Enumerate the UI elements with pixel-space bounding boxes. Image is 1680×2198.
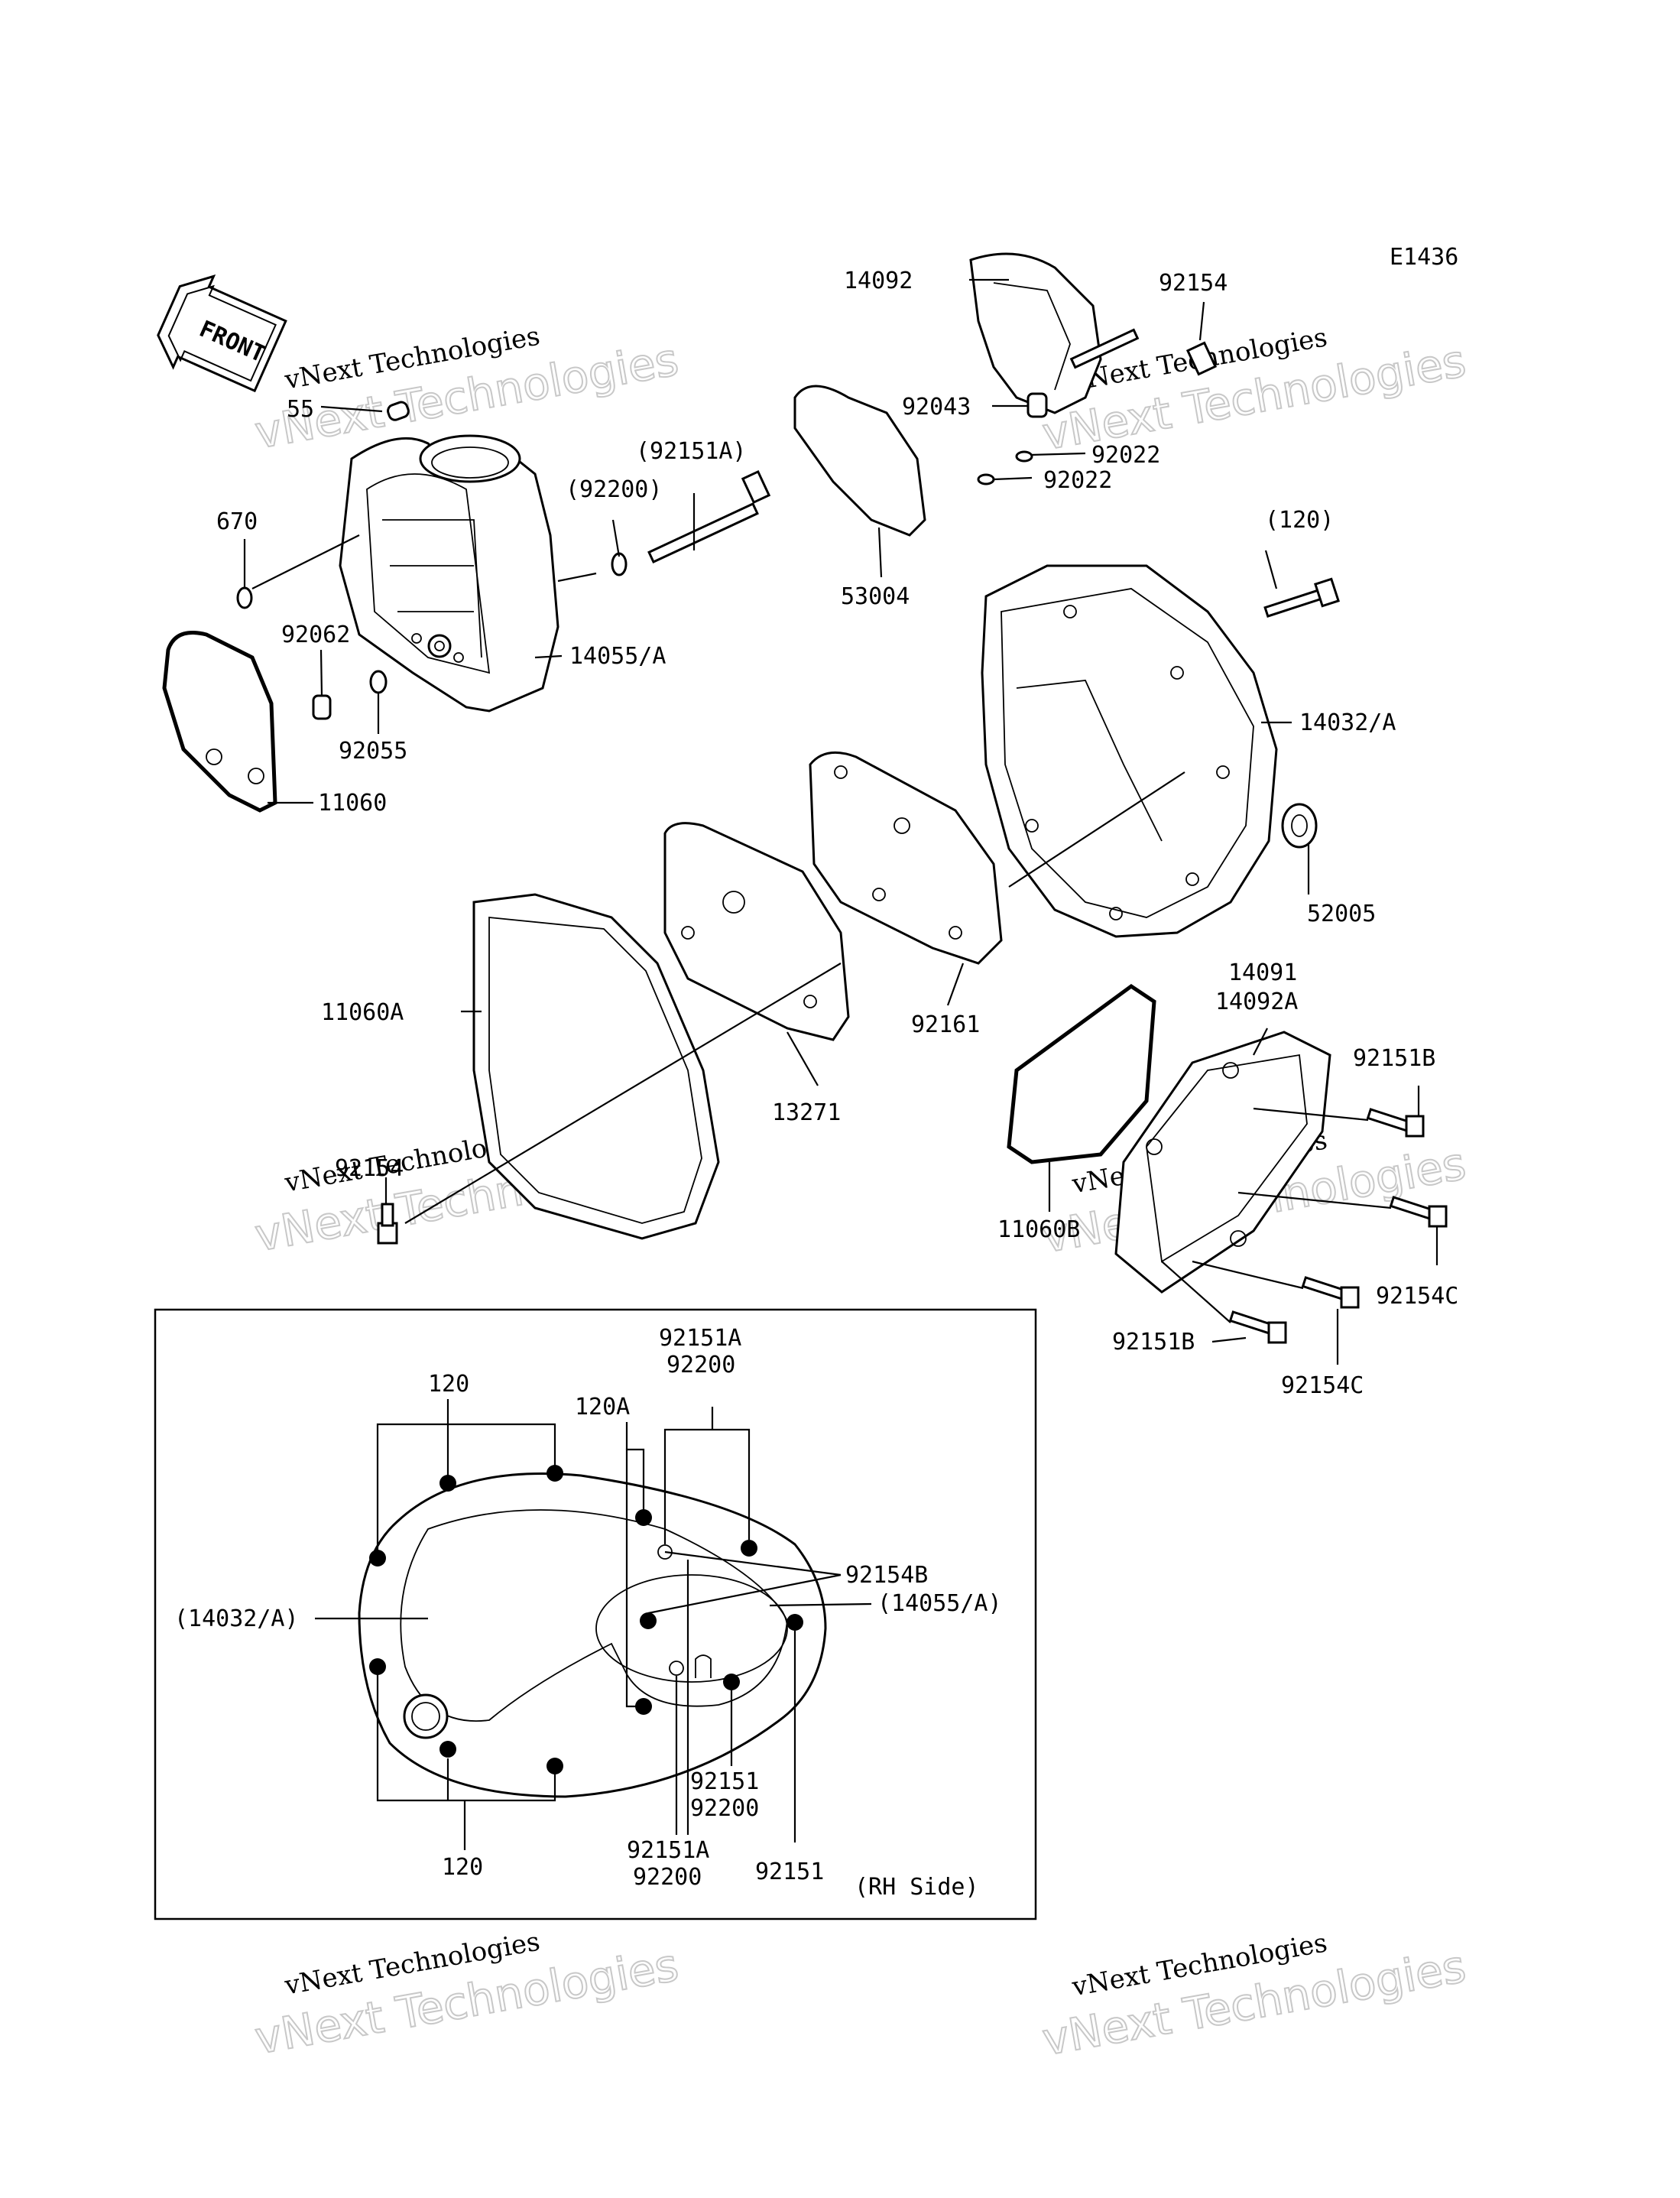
bolt-92154-low bbox=[377, 1203, 398, 1245]
inset-label-92151-mid: 92151 bbox=[690, 1768, 759, 1795]
inset-bolt-120-b bbox=[546, 1465, 563, 1482]
label-92055: 92055 bbox=[339, 738, 407, 765]
inset-label-92200-mid: 92200 bbox=[690, 1795, 759, 1822]
washer-92022-b bbox=[977, 473, 995, 485]
label-11060B: 11060B bbox=[997, 1216, 1080, 1243]
label-92154C-a: 92154C bbox=[1376, 1283, 1458, 1310]
inset-bolt-120-f bbox=[546, 1758, 563, 1774]
label-14091: 14091 bbox=[1228, 959, 1297, 986]
label-92062: 92062 bbox=[281, 622, 350, 648]
gasket-11060A bbox=[472, 893, 720, 1240]
bolt-92151A bbox=[647, 469, 771, 564]
label-92161: 92161 bbox=[911, 1011, 980, 1038]
label-92151B-b: 92151B bbox=[1112, 1329, 1195, 1355]
seal-52005 bbox=[1281, 803, 1318, 849]
inset-bolt-120-c bbox=[369, 1550, 386, 1567]
inset-bolt-120-d bbox=[369, 1658, 386, 1675]
inset-rh-side: 120 92151A 92200 120A 92154B (14032/A) (… bbox=[154, 1308, 1037, 1920]
inset-bolt-92151A bbox=[741, 1540, 757, 1557]
dowel-55 bbox=[387, 401, 410, 421]
label-52005: 52005 bbox=[1307, 901, 1376, 927]
label-14092: 14092 bbox=[844, 268, 913, 294]
label-55: 55 bbox=[287, 396, 314, 423]
inset-label-92151A-bottom: 92151A bbox=[627, 1837, 709, 1864]
label-92200-paren: (92200) bbox=[566, 476, 662, 503]
gasket-53004 bbox=[793, 385, 926, 537]
inset-label-92154B: 92154B bbox=[845, 1562, 928, 1589]
inset-bolt-120A-a bbox=[635, 1509, 652, 1526]
dowel-92062 bbox=[312, 694, 332, 720]
inset-bolt-92151-mid bbox=[723, 1674, 740, 1690]
label-14055A: 14055/A bbox=[569, 643, 666, 670]
label-92022-b: 92022 bbox=[1043, 467, 1112, 494]
inset-bolt-120A-b bbox=[635, 1698, 652, 1715]
label-670: 670 bbox=[216, 508, 258, 535]
inset-dowel-b bbox=[669, 1661, 684, 1676]
label-92151B-a: 92151B bbox=[1353, 1045, 1435, 1072]
main-cover-14032A bbox=[981, 564, 1278, 938]
bolt-92154 bbox=[1069, 328, 1218, 376]
outer-cover-14055A bbox=[339, 434, 559, 713]
inset-label-92151A-top: 92151A bbox=[659, 1325, 741, 1352]
label-13271: 13271 bbox=[772, 1099, 841, 1126]
label-92154C-b: 92154C bbox=[1281, 1372, 1364, 1399]
inset-dowel-a bbox=[657, 1544, 673, 1560]
diagram-code: E1436 bbox=[1390, 244, 1458, 271]
cover-14092 bbox=[969, 252, 1102, 414]
label-92154: 92154 bbox=[1159, 270, 1228, 297]
bolt-92154C-b bbox=[1301, 1276, 1360, 1309]
label-11060: 11060 bbox=[318, 790, 387, 817]
part-labels: 14092 92154 92043 92022 92022 (92151A) (… bbox=[216, 268, 1458, 1399]
label-92043: 92043 bbox=[902, 394, 971, 420]
label-14092A: 14092A bbox=[1215, 989, 1298, 1015]
o-ring-670 bbox=[236, 586, 253, 609]
collar-92043 bbox=[1026, 392, 1048, 418]
inset-bolt-92151-right bbox=[786, 1614, 803, 1631]
inset-bolts bbox=[369, 1465, 803, 1774]
inset-bolt-120-a bbox=[439, 1475, 456, 1492]
plate-92161 bbox=[809, 751, 1003, 965]
inset-bolt-120-e bbox=[439, 1741, 456, 1758]
washer-92022-a bbox=[1015, 450, 1033, 463]
inset-label-92200-top: 92200 bbox=[666, 1352, 735, 1378]
leader-lines bbox=[243, 278, 1438, 1365]
inset-label-120-top: 120 bbox=[428, 1371, 469, 1398]
inset-label-14055A: (14055/A) bbox=[877, 1590, 1002, 1617]
bolt-92154C-a bbox=[1389, 1196, 1448, 1228]
bolt-92151B-b bbox=[1228, 1310, 1287, 1344]
label-92154-low: 92154 bbox=[335, 1155, 404, 1182]
inset-label-120A: 120A bbox=[575, 1394, 630, 1420]
gasket-11060B bbox=[1007, 983, 1156, 1164]
label-92022-a: 92022 bbox=[1091, 442, 1160, 469]
label-120-paren: (120) bbox=[1265, 507, 1334, 534]
inset-frame bbox=[154, 1308, 1037, 1920]
label-11060A: 11060A bbox=[321, 999, 404, 1026]
label-53004: 53004 bbox=[841, 583, 910, 610]
label-92151A-paren: (92151A) bbox=[636, 438, 747, 465]
gasket-11060 bbox=[162, 631, 277, 813]
inset-title: (RH Side) bbox=[855, 1874, 979, 1901]
inset-label-92200-bottom: 92200 bbox=[633, 1864, 702, 1891]
cover-14091-14092A bbox=[1114, 1031, 1331, 1294]
inset-label-92151-right: 92151 bbox=[755, 1859, 824, 1885]
inset-label-14032A: (14032/A) bbox=[174, 1605, 299, 1632]
bolt-120 bbox=[1263, 577, 1340, 618]
label-14032A: 14032/A bbox=[1299, 709, 1396, 736]
inset-bolt-92154B bbox=[640, 1612, 657, 1629]
o-ring-92055 bbox=[369, 670, 388, 694]
front-arrow-icon: FRONT bbox=[157, 274, 287, 393]
inset-label-120-bottom: 120 bbox=[442, 1854, 483, 1881]
bolt-92151B-a bbox=[1366, 1108, 1425, 1138]
washer-92200 bbox=[611, 552, 628, 576]
